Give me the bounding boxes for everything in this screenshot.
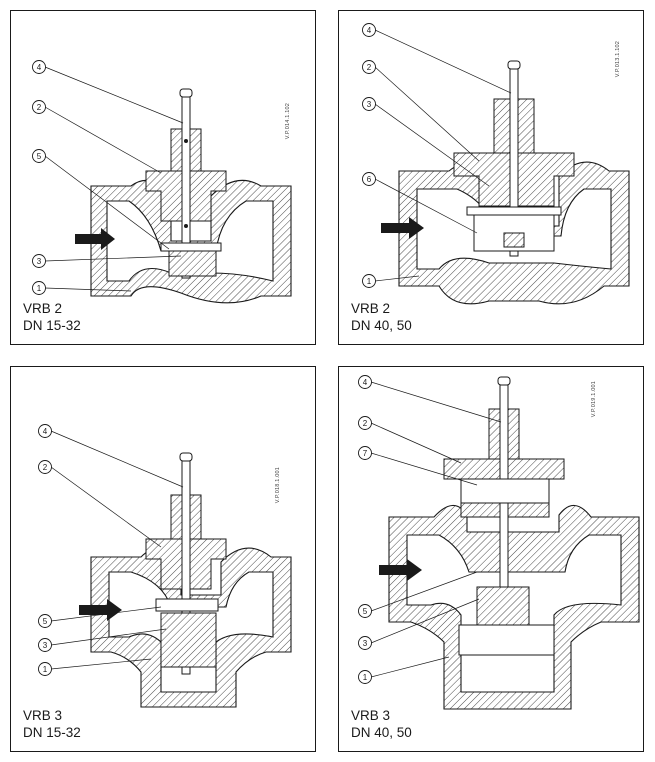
callout-7: 7	[363, 449, 368, 458]
model-label: VRB 2	[351, 301, 391, 316]
callout-group: 4 2 3 6 1	[362, 23, 512, 288]
callout-4: 4	[363, 378, 368, 387]
flow-arrow	[79, 599, 122, 621]
callout-3: 3	[43, 641, 48, 650]
callout-2: 2	[363, 419, 368, 428]
model-label: VRB 3	[23, 708, 63, 723]
panel-caption: VRB 2 DN 40, 50	[351, 300, 412, 334]
callout-2: 2	[367, 63, 372, 72]
panel-vrb2-dn15-32: 4 2 5 3 1 V.P.014.1.102 VRB 2 DN 15-32	[10, 10, 316, 345]
flow-arrow	[379, 559, 422, 581]
callout-4: 4	[367, 26, 372, 35]
drawing-code: V.P.018.1.001	[275, 467, 281, 504]
valve-cross-section-drawing: 4 2 5 3 1	[38, 424, 292, 708]
balancing-piston	[460, 478, 550, 504]
callout-2: 2	[43, 463, 48, 472]
callout-1: 1	[367, 277, 372, 286]
panel-vrb2-dn40-50: 4 2 3 6 1 V.P.013.1.102 VRB 2 DN 40, 50	[338, 10, 644, 345]
flow-arrow	[75, 228, 115, 250]
drawing-code: V.P.013.1.102	[615, 41, 621, 78]
valve-cone	[160, 612, 217, 668]
callout-5: 5	[43, 617, 48, 626]
callout-6: 6	[367, 175, 372, 184]
model-label: VRB 2	[23, 301, 63, 316]
callout-3: 3	[37, 257, 42, 266]
callout-3: 3	[367, 100, 372, 109]
valve-cone	[476, 586, 530, 630]
callout-5: 5	[363, 607, 368, 616]
callout-group: 4 2 5 3 1	[38, 424, 184, 676]
panel-caption: VRB 3 DN 15-32	[23, 707, 81, 741]
drawing-code: V.P.019.1.001	[591, 381, 597, 418]
valve-cross-section-drawing: 4 2 5 3 1	[32, 60, 292, 304]
drawing-code: V.P.014.1.102	[285, 103, 291, 140]
callout-4: 4	[43, 427, 48, 436]
size-label: DN 40, 50	[351, 318, 412, 333]
callout-4: 4	[37, 63, 42, 72]
size-label: DN 15-32	[23, 318, 81, 333]
valve-cross-section-drawing: 4 2 7 5 3 1	[358, 375, 640, 710]
panel-vrb3-dn40-50: 4 2 7 5 3 1 V.P.019.1.001 VRB 3 DN 40, 5…	[338, 366, 644, 752]
callout-3: 3	[363, 639, 368, 648]
panel-caption: VRB 3 DN 40, 50	[351, 707, 412, 741]
callout-1: 1	[37, 284, 42, 293]
size-label: DN 40, 50	[351, 725, 412, 740]
size-label: DN 15-32	[23, 725, 81, 740]
valve-cross-section-drawing: 4 2 3 6 1	[362, 23, 630, 305]
callout-1: 1	[43, 665, 48, 674]
model-label: VRB 3	[351, 708, 391, 723]
callout-group: 4 2 7 5 3 1	[358, 375, 502, 684]
callout-5: 5	[37, 152, 42, 161]
callout-2: 2	[37, 103, 42, 112]
valve-cone	[168, 250, 217, 277]
panel-caption: VRB 2 DN 15-32	[23, 300, 81, 334]
callout-group: 4 2 5 3 1	[32, 60, 184, 295]
panel-vrb3-dn15-32: 4 2 5 3 1 V.P.018.1.001 VRB 3 DN 15-32	[10, 366, 316, 752]
flow-arrow	[381, 217, 424, 239]
callout-1: 1	[363, 673, 368, 682]
